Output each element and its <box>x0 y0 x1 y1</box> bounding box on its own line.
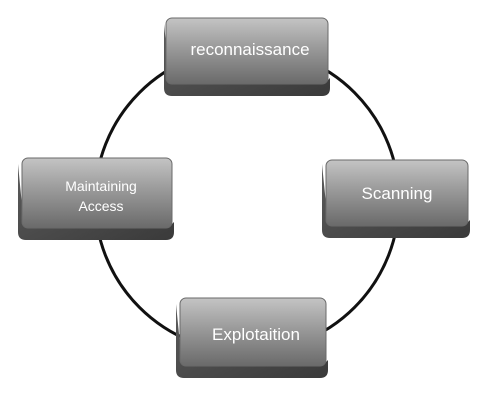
node-label-reconnaissance: reconnaissance <box>190 40 309 59</box>
node-maintaining-access: Maintaining Access <box>18 157 174 240</box>
node-reconnaissance: reconnaissance <box>164 17 330 96</box>
node-box <box>165 17 329 85</box>
node-exploitation: Explotaition <box>176 297 328 378</box>
node-label-exploitation: Explotaition <box>212 325 300 344</box>
node-shadow <box>164 24 330 96</box>
node-shadow <box>18 164 174 240</box>
node-box <box>179 297 327 367</box>
node-label-scanning: Scanning <box>362 184 433 203</box>
node-shadow <box>176 304 328 378</box>
node-box <box>325 159 469 227</box>
node-box <box>21 157 173 229</box>
node-scanning: Scanning <box>322 159 470 238</box>
node-shadow <box>322 164 470 238</box>
node-label-access: Access <box>78 198 123 214</box>
node-label-maintaining: Maintaining <box>65 178 137 194</box>
